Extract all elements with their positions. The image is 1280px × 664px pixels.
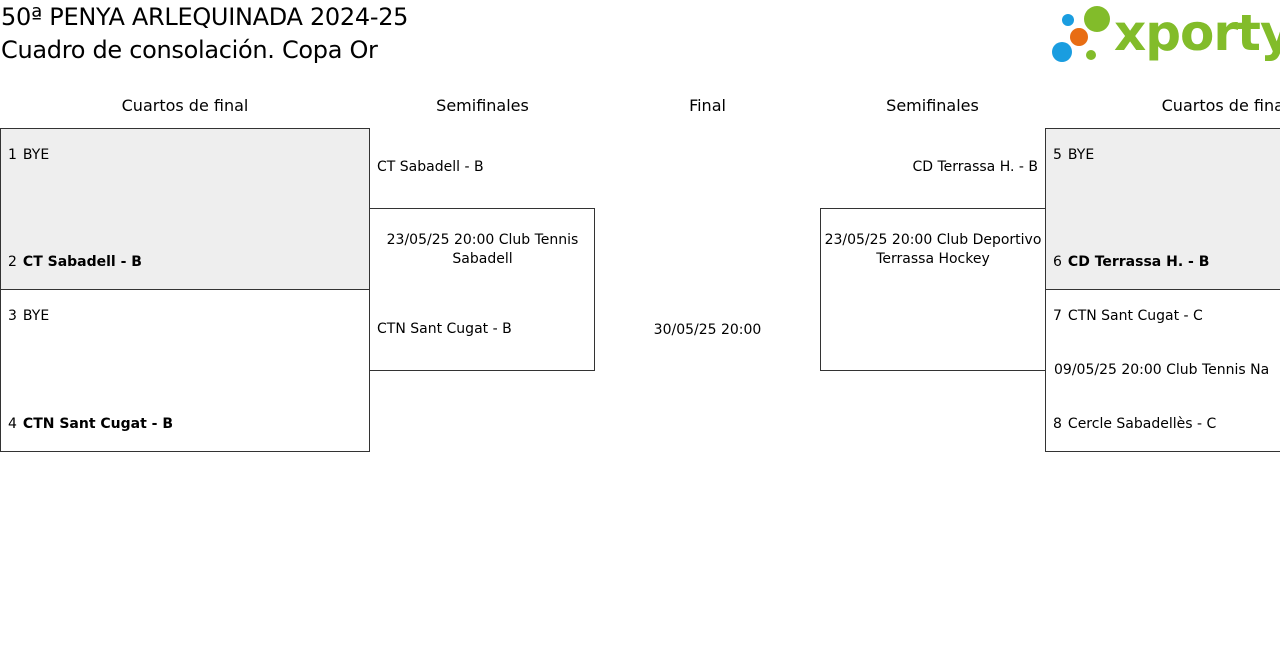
right-qf2-match-info: 09/05/25 20:00 Club Tennis Na <box>1054 362 1270 378</box>
left-qf1-team-b: 2 CT Sabadell - B <box>8 254 142 270</box>
seed-number: 5 <box>1053 147 1062 163</box>
right-qf2-team-a: 7 CTN Sant Cugat - C <box>1053 308 1203 324</box>
round-right-quarterfinals: Cuartos de final <box>1161 96 1280 115</box>
team-name: BYE <box>22 308 50 324</box>
left-qf2-team-a: 3 BYE <box>8 308 49 324</box>
page-title: 50ª PENYA ARLEQUINADA 2024-25 <box>1 3 409 31</box>
xporty-logo <box>1052 4 1276 66</box>
page-subtitle: Cuadro de consolación. Copa Or <box>1 36 378 64</box>
final-match-info: 30/05/25 20:00 <box>653 322 762 338</box>
team-name-winner: CD Terrassa H. - B <box>1067 254 1210 270</box>
round-left-quarterfinals: Cuartos de final <box>121 96 249 115</box>
logo-text: xporty <box>1114 4 1280 62</box>
right-sf-team-a: CD Terrassa H. - B <box>912 159 1038 175</box>
left-sf-match[interactable] <box>369 208 595 371</box>
right-qf2-team-b: 8 Cercle Sabadellès - C <box>1053 416 1216 432</box>
logo-dot-green <box>1084 6 1110 32</box>
team-name-winner: CTN Sant Cugat - B <box>22 416 174 432</box>
left-sf-match-info: 23/05/25 20:00 Club Tennis Sabadell <box>386 232 579 267</box>
seed-number: 4 <box>8 416 17 432</box>
logo-dot-blue <box>1062 14 1074 26</box>
round-final: Final <box>689 96 726 115</box>
round-left-semifinals: Semifinales <box>436 96 529 115</box>
seed-number: 8 <box>1053 416 1062 432</box>
team-name: CTN Sant Cugat - C <box>1067 308 1203 324</box>
round-right-semifinals: Semifinales <box>886 96 979 115</box>
team-name: Cercle Sabadellès - C <box>1067 416 1217 432</box>
team-name: BYE <box>22 147 50 163</box>
right-qf1-team-b: 6 CD Terrassa H. - B <box>1053 254 1209 270</box>
seed-number: 6 <box>1053 254 1062 270</box>
left-sf-team-b: CTN Sant Cugat - B <box>377 321 512 337</box>
logo-dot-blue-large <box>1052 42 1072 62</box>
team-name-winner: CT Sabadell - B <box>22 254 142 270</box>
logo-dot-green-small <box>1086 50 1096 60</box>
left-qf1-team-a: 1 BYE <box>8 147 49 163</box>
seed-number: 2 <box>8 254 17 270</box>
seed-number: 3 <box>8 308 17 324</box>
seed-number: 1 <box>8 147 17 163</box>
right-sf-match-info: 23/05/25 20:00 Club Deportivo Terrassa H… <box>824 232 1042 267</box>
left-sf-team-a: CT Sabadell - B <box>377 159 484 175</box>
logo-dot-orange <box>1070 28 1088 46</box>
right-qf1-team-a: 5 BYE <box>1053 147 1094 163</box>
left-qf-match-1[interactable] <box>0 128 370 290</box>
right-qf-match-2[interactable] <box>1045 289 1280 452</box>
seed-number: 7 <box>1053 308 1062 324</box>
team-name: BYE <box>1067 147 1095 163</box>
left-qf2-team-b: 4 CTN Sant Cugat - B <box>8 416 173 432</box>
